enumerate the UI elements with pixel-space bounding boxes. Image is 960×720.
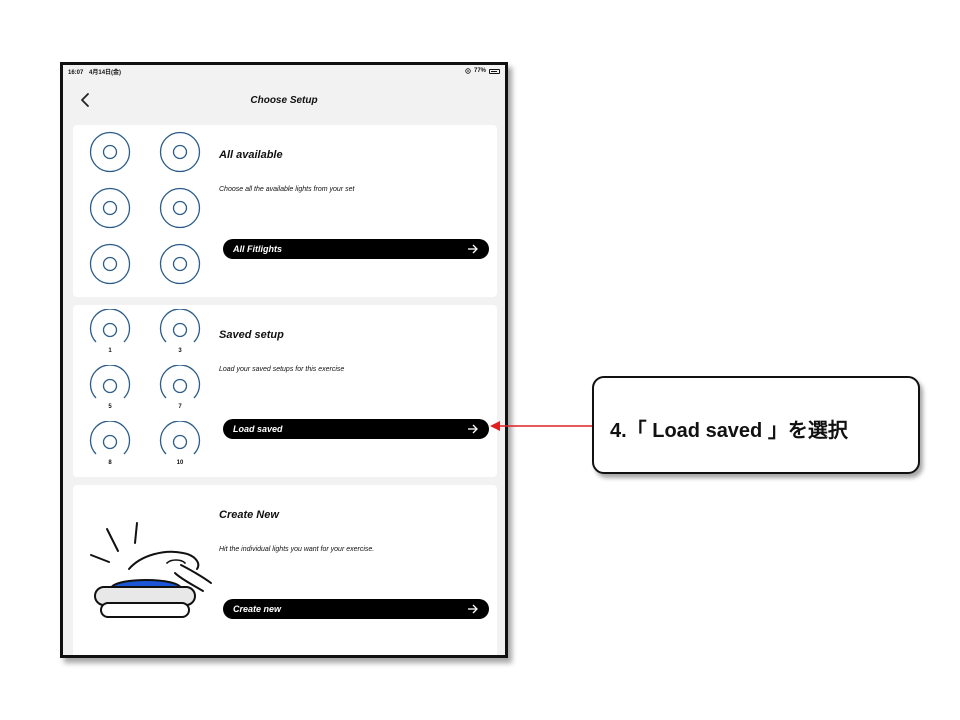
fitlight-icon — [89, 365, 131, 399]
create-new-card[interactable]: Create New Hit the individual lights you… — [73, 485, 497, 655]
card-description: Hit the individual lights you want for y… — [219, 546, 375, 553]
button-label: All Fitlights — [233, 244, 282, 254]
fitlight-icon — [159, 131, 201, 173]
annotation-text: 4.「 Load saved 」を選択 — [610, 420, 848, 442]
fitlight-icon — [159, 243, 201, 285]
annotation-callout: 4.「 Load saved 」を選択 — [592, 376, 920, 474]
status-date: 4月14日(金) — [89, 69, 122, 76]
hand-tap-illustration — [90, 522, 212, 618]
fitlight-icon — [159, 421, 201, 455]
tablet-screen: 16:07 4月14日(金) 77% Choose Setup — [60, 62, 508, 658]
card-description: Load your saved setups for this exercise — [219, 366, 345, 373]
back-button[interactable] — [75, 87, 97, 113]
light-number: 5 — [108, 404, 112, 410]
light-number: 3 — [178, 348, 182, 354]
fitlight-icon — [89, 243, 131, 285]
nav-bar: Choose Setup — [63, 87, 505, 115]
light-number: 8 — [108, 460, 112, 466]
fitlight-icon — [89, 309, 131, 343]
card-description: Choose all the available lights from you… — [219, 186, 355, 193]
all-fitlights-button[interactable]: All Fitlights — [223, 239, 489, 259]
create-new-button[interactable]: Create new — [223, 599, 489, 619]
light-number: 7 — [178, 404, 182, 410]
button-label: Create new — [233, 604, 282, 614]
card-title: Saved setup — [219, 329, 284, 341]
battery-icon — [489, 68, 500, 74]
fitlight-icon — [89, 131, 131, 173]
fitlight-icon — [159, 365, 201, 399]
all-available-card[interactable]: All available Choose all the available l… — [73, 125, 497, 297]
light-number: 1 — [108, 348, 112, 354]
button-label: Load saved — [233, 424, 283, 434]
page-title: Choose Setup — [250, 95, 318, 106]
card-title: All available — [219, 149, 283, 161]
saved-setup-card[interactable]: 1 3 5 7 8 10 Saved setup Load your saved… — [73, 305, 497, 477]
arrow-right-icon — [468, 244, 478, 254]
load-saved-button[interactable]: Load saved — [223, 419, 489, 439]
status-right: 77% — [465, 68, 500, 74]
fitlight-icon — [89, 187, 131, 229]
fitlight-icon — [89, 421, 131, 455]
status-bar: 16:07 4月14日(金) 77% — [63, 65, 505, 77]
battery-percent: 77% — [473, 68, 486, 74]
chevron-left-icon — [81, 93, 89, 107]
fitlight-icon — [159, 309, 201, 343]
location-icon — [465, 68, 471, 74]
status-time: 16:07 — [68, 69, 84, 76]
light-number: 10 — [176, 460, 184, 466]
arrow-right-icon — [468, 424, 478, 434]
card-title: Create New — [219, 509, 279, 521]
arrow-right-icon — [468, 604, 478, 614]
fitlight-icon — [159, 187, 201, 229]
status-left: 16:07 4月14日(金) — [68, 67, 121, 76]
